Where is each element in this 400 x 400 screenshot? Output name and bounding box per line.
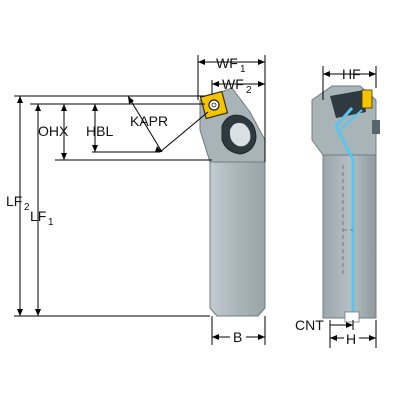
side-view (311, 85, 380, 323)
wf2-subscript: 2 (246, 85, 252, 96)
coolant-channel (334, 107, 355, 318)
hf-dimension: HF (323, 66, 376, 82)
hf-label: HF (342, 66, 361, 82)
side-shank (322, 154, 377, 319)
front-clamp-highlight (230, 122, 251, 147)
b-label: B (233, 329, 242, 345)
cnt-label: CNT (295, 317, 324, 333)
side-insert (361, 89, 373, 109)
b-dimension: B (212, 328, 265, 345)
side-clamp (330, 90, 366, 118)
ohx-label: OHX (38, 123, 69, 139)
lf1-dimension: LF 1 (30, 104, 54, 316)
hbl-dimension: HBL (86, 104, 113, 152)
wf1-dimension: WF 1 (198, 55, 265, 75)
h-dimension: H (330, 330, 376, 347)
lf2-label: LF (6, 193, 22, 209)
ohx-dimension: OHX (38, 104, 69, 160)
lf2-dimension: LF 2 (6, 96, 30, 316)
front-view (199, 87, 266, 317)
insert-screw (208, 99, 220, 111)
lf1-subscript: 1 (48, 217, 54, 228)
lf2-subscript: 2 (24, 202, 30, 213)
wf2-dimension: WF 2 (212, 76, 265, 96)
lf1-label: LF (30, 208, 46, 224)
wf1-label: WF (216, 55, 238, 71)
front-shank (209, 161, 266, 317)
cnt-dimension: CNT (295, 317, 353, 333)
hbl-label: HBL (86, 123, 113, 139)
kapr-dimension: KAPR (127, 95, 209, 153)
wf2-label: WF (222, 76, 244, 92)
wf1-subscript: 1 (240, 64, 246, 75)
side-coolant-plug (372, 120, 380, 134)
h-label: H (346, 331, 356, 347)
kapr-label: KAPR (130, 113, 168, 129)
